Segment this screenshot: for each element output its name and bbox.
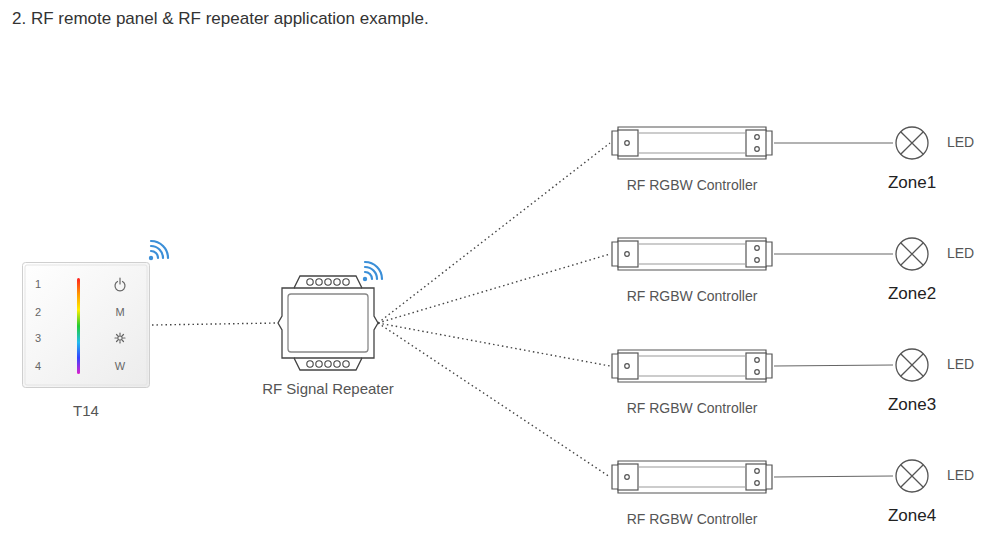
led-lamp-outline [895,459,929,493]
remote-panel: T141234MW [22,262,150,388]
rgbw-controller-outline [612,236,772,272]
rf-link [378,323,610,366]
led-wire [774,365,893,366]
remote-panel-outline [22,262,150,388]
led-label: LED [947,245,974,261]
rgbw-controller: RF RGBW Controller [612,348,772,384]
zone-button-number: 2 [35,306,41,318]
led-label: LED [947,467,974,483]
zone-button-number: 3 [35,332,41,344]
zone-button-number: 1 [35,278,41,290]
diagram-title: 2. RF remote panel & RF repeater applica… [12,9,429,29]
led-label: LED [947,134,974,150]
wifi-icon [149,241,168,260]
led-wire [774,253,893,254]
led-lamp: LEDZone4 [895,459,929,493]
rf-link [378,143,610,323]
rgbw-controller: RF RGBW Controller [612,125,772,161]
zone-label: Zone2 [888,284,936,304]
zone-button-number: 4 [35,360,41,372]
led-lamp-outline [895,348,929,382]
rf-link [152,323,278,325]
rgbw-controller-outline [612,459,772,495]
signal-repeater-outline [280,282,376,364]
led-wire [774,476,893,477]
rgbw-controller-outline [612,125,772,161]
rgbw-controller: RF RGBW Controller [612,236,772,272]
device-label: RF RGBW Controller [627,400,758,416]
rf-link [378,254,610,323]
signal-repeater: RF Signal Repeater [280,282,376,364]
panel-button-label: W [115,360,125,372]
zone-label: Zone3 [888,395,936,415]
device-label: RF RGBW Controller [627,288,758,304]
wifi-icon [363,262,382,281]
led-lamp: LEDZone2 [895,237,929,271]
led-label: LED [947,356,974,372]
led-wire [774,142,893,143]
zone-label: Zone4 [888,506,936,526]
zone-label: Zone1 [888,173,936,193]
led-lamp-outline [895,237,929,271]
led-lamp: LEDZone3 [895,348,929,382]
panel-button-label: M [115,306,124,318]
device-label: RF RGBW Controller [627,511,758,527]
device-label: RF RGBW Controller [627,177,758,193]
device-label: RF Signal Repeater [262,380,394,397]
led-lamp: LEDZone1 [895,126,929,160]
led-lamp-outline [895,126,929,160]
rgbw-controller: RF RGBW Controller [612,459,772,495]
rgbw-controller-outline [612,348,772,384]
rf-link [378,323,610,477]
device-label: T14 [73,402,99,419]
